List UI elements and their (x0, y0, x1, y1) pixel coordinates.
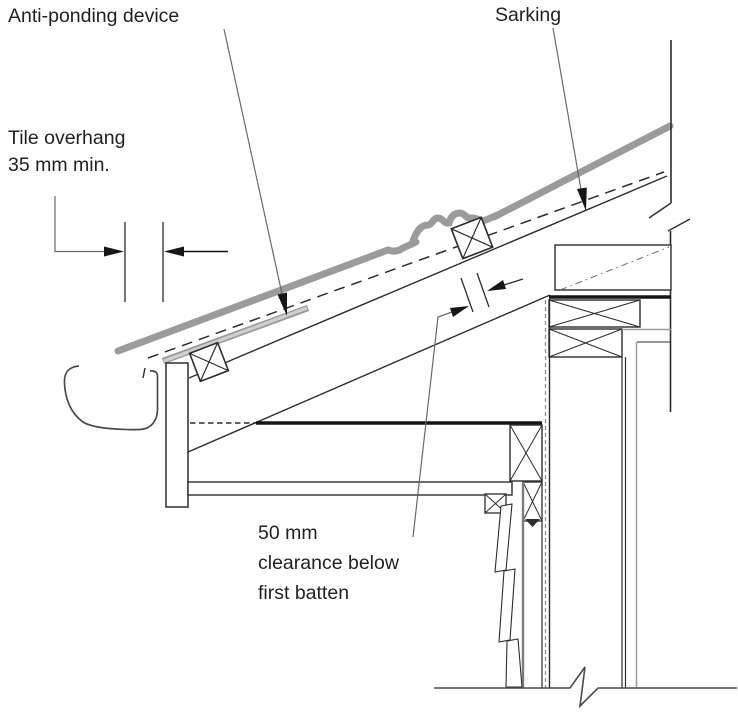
upper-wall (548, 40, 691, 688)
batten-clearance-dimension (412, 272, 524, 538)
gutter-clip-tick (142, 367, 146, 379)
label-leaders (223, 27, 587, 316)
clearance-arrow-lower-icon (450, 306, 469, 317)
sarking-leader-line (552, 27, 584, 202)
weatherboard-3 (505, 638, 523, 688)
tile-interlock-profile (408, 209, 501, 248)
top-plate-1 (548, 299, 641, 328)
label-clearance-line1: 50 mm (258, 522, 318, 544)
tile-overhang-dimension (54, 196, 228, 302)
dim-leader-line (54, 196, 106, 253)
dim-arrow-left-icon (164, 246, 184, 257)
anti-ponding-leader-line (223, 28, 285, 304)
rafter-bottom-line (187, 294, 551, 453)
clearance-tick-2 (476, 272, 490, 308)
clearance-leader-line (412, 311, 453, 538)
label-tile-overhang-line2: 35 mm min. (8, 154, 110, 176)
weatherboard-1 (494, 503, 513, 573)
sarking-dashed-line (147, 171, 665, 359)
clearance-arrow-tail-upper (503, 278, 524, 286)
eave-assembly (63, 362, 542, 508)
tile-batten (450, 216, 494, 260)
clearance-arrow-upper-icon (487, 280, 506, 291)
label-sarking: Sarking (495, 4, 561, 26)
ground-line (434, 666, 737, 709)
plate-centreline (559, 246, 670, 291)
wall-break-line-1 (648, 202, 672, 219)
wall-trimmer-batten-2 (522, 481, 543, 527)
wall-break-line-2 (667, 218, 691, 232)
dim-arrow-right-icon (104, 246, 124, 257)
clearance-tick-1 (460, 277, 474, 313)
rafter-top-line (188, 175, 668, 379)
weatherboard-2 (498, 568, 516, 643)
sarking-arrow-icon (577, 187, 587, 211)
anti-ponding-arrow-icon (277, 292, 287, 316)
eaves-lining (187, 481, 513, 496)
roof-layers (114, 122, 674, 453)
label-anti-ponding-device: Anti-ponding device (8, 5, 179, 27)
label-tile-overhang-line1: Tile overhang (8, 127, 125, 149)
wall-plate-rect (554, 244, 672, 291)
wall-trimmer-batten-1 (509, 424, 543, 482)
top-plate-2 (548, 328, 623, 358)
anti-ponding-strip-fill (163, 306, 308, 363)
gutter-profile (63, 365, 159, 431)
label-clearance-line3: first batten (258, 582, 349, 604)
lower-wall (484, 299, 551, 688)
eave-batten (188, 341, 230, 383)
tile-line-upper (490, 122, 674, 221)
fascia-board (165, 362, 189, 508)
tile-line-lower (114, 238, 420, 355)
label-clearance-line2: clearance below (258, 552, 400, 574)
